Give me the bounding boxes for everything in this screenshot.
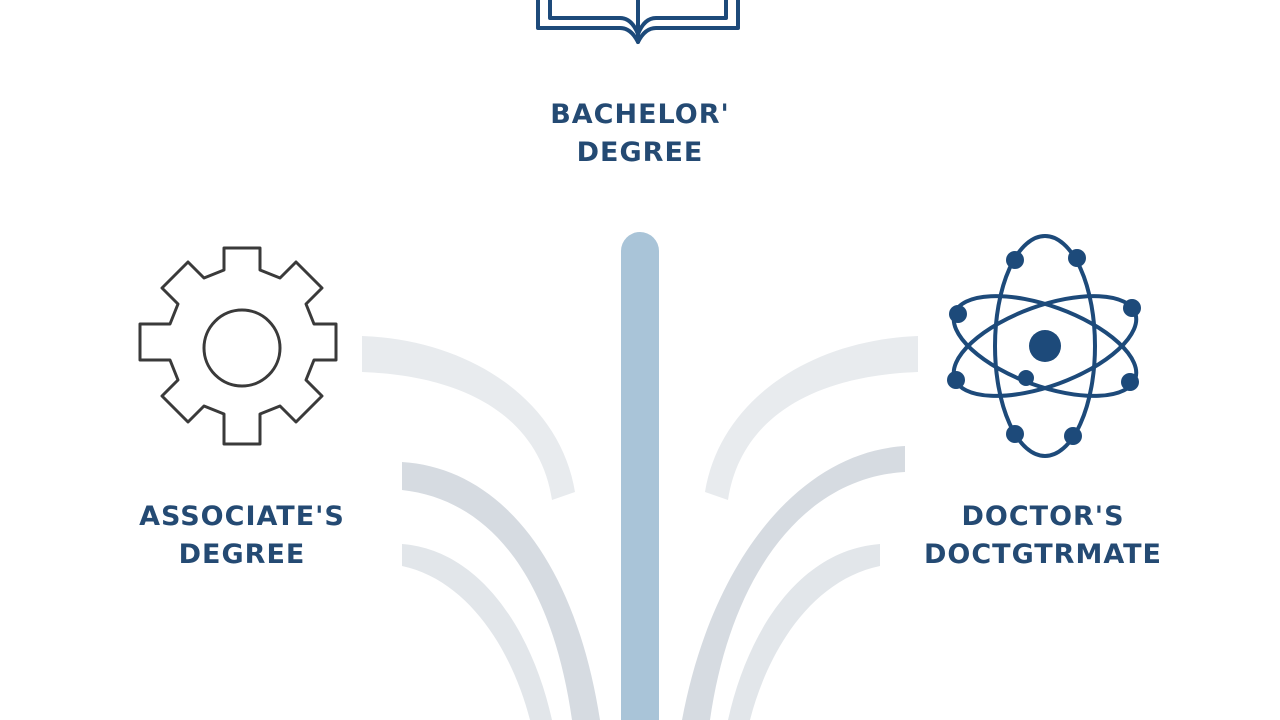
center-bar [621,232,659,720]
associate-degree-label: ASSOCIATE'S DEGREE [92,498,392,574]
associate-label-line1: ASSOCIATE'S [139,501,345,532]
left-curve-top [362,336,575,500]
bachelor-degree-label: BACHELOR' DEGREE [490,96,790,172]
doctor-label-line1: DOCTOR'S [961,501,1125,532]
doctor-degree-label: DOCTOR'S DOCTGTRMATE [893,498,1193,574]
bachelor-label-line1: BACHELOR' [550,99,730,130]
left-curve-middle [402,462,600,720]
bachelor-label-line2: DEGREE [576,137,704,168]
atom-icon [947,234,1141,458]
right-curve-middle [682,446,905,720]
right-curve-top [705,336,918,500]
open-book-icon [536,0,740,44]
doctor-label-line2: DOCTGTRMATE [923,539,1163,570]
right-curve-bottom [728,544,880,720]
gear-icon [138,246,338,446]
left-curve-bottom [402,544,552,720]
associate-label-line2: DEGREE [178,539,306,570]
